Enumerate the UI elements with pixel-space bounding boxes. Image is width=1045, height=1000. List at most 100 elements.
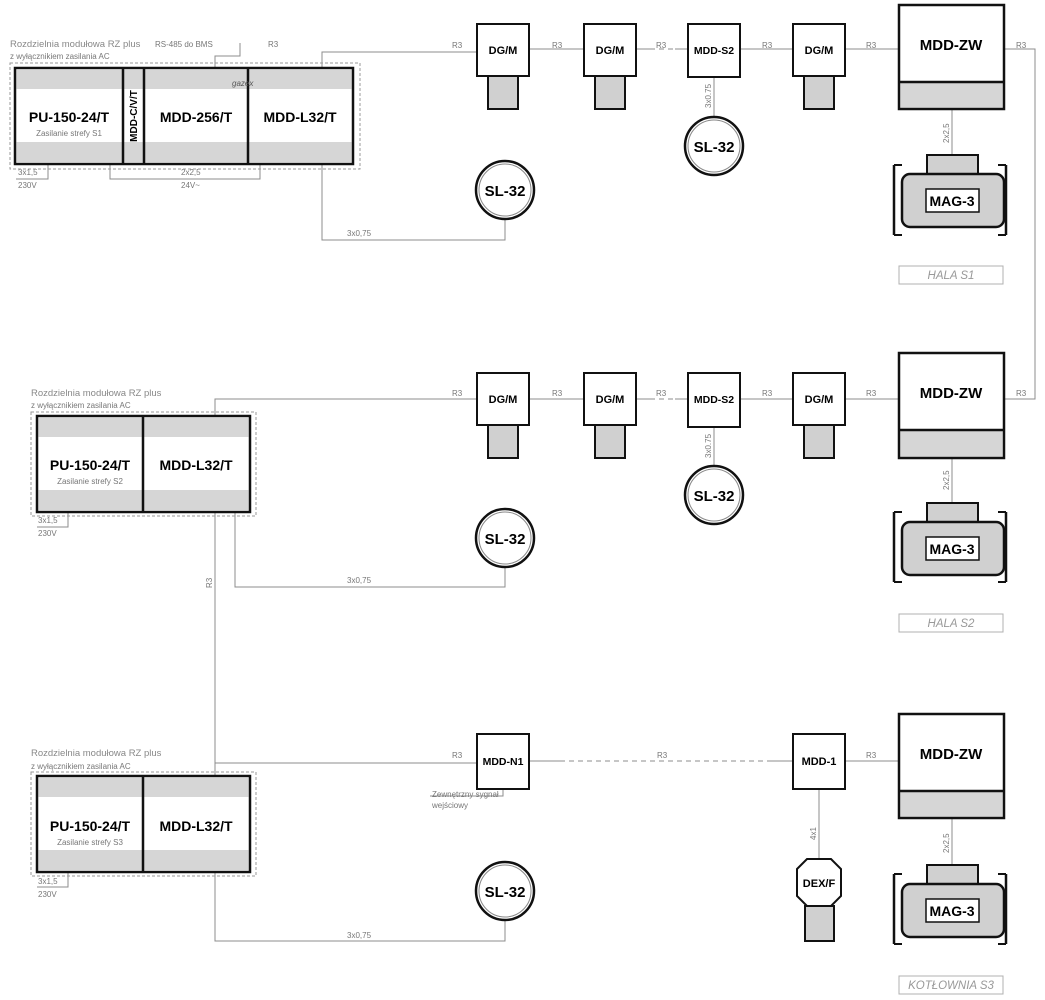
module-pu-150: PU-150-24/T [50, 457, 131, 473]
detector-dgm: DG/M [792, 23, 846, 110]
zone-label: KOTŁOWNIA S3 [898, 975, 1004, 995]
wire-label-r3: R3 [205, 577, 214, 588]
external-signal-line1: Zewnętrzny sygnał [432, 790, 499, 799]
wire-label-r3: R3 [866, 41, 877, 50]
distribution-panel-3: Rozdzielnia modułowa RZ plus z wyłącznik… [30, 748, 257, 877]
svg-text:MDD-S2: MDD-S2 [694, 394, 734, 406]
valve-mag-3: MAG-3 [892, 864, 1008, 945]
svg-text:DG/M: DG/M [489, 45, 518, 57]
wire-label-r3: R3 [762, 41, 773, 50]
signaller-sl-32: SL-32 [474, 507, 536, 569]
module-pu-150: PU-150-24/T [29, 109, 110, 125]
svg-text:SL-32: SL-32 [485, 183, 526, 200]
svg-text:SL-32: SL-32 [694, 139, 735, 156]
distribution-panel-2: Rozdzielnia modułowa RZ plus z wyłącznik… [30, 388, 257, 517]
wire-label-2x25: 2x2,5 [942, 123, 951, 143]
wire-label-r3: R3 [1016, 389, 1027, 398]
svg-text:MAG-3: MAG-3 [929, 541, 974, 557]
svg-text:SL-32: SL-32 [694, 488, 735, 505]
svg-text:DG/M: DG/M [596, 45, 625, 57]
module-mdd-1: MDD-1 [792, 733, 846, 790]
svg-text:MDD-1: MDD-1 [802, 756, 837, 768]
power-voltage-label: 230V [38, 529, 57, 538]
signaller-sl-32: SL-32 [474, 159, 536, 221]
zone-label: HALA S1 [898, 265, 1004, 285]
wire-label-3x075: 3x0.75 [704, 83, 713, 108]
bms-label: RS-485 do BMS [155, 40, 213, 49]
svg-text:DG/M: DG/M [596, 394, 625, 406]
wire-label-r3: R3 [452, 751, 463, 760]
module-mdd-zw: MDD-ZW [897, 351, 1006, 460]
detector-dgm: DG/M [792, 372, 846, 459]
wire-label-24v: 24V~ [181, 181, 200, 190]
svg-text:MDD-ZW: MDD-ZW [920, 385, 983, 402]
zone-label: HALA S2 [898, 613, 1004, 633]
external-signal-line2: wejściowy [431, 801, 468, 810]
detector-dex-f: DEX/F [796, 858, 842, 942]
svg-text:SL-32: SL-32 [485, 531, 526, 548]
wire-label-3x075: 3x0,75 [347, 229, 372, 238]
module-mdd-l32: MDD-L32/T [263, 109, 337, 125]
module-mdd-l32: MDD-L32/T [159, 818, 233, 834]
svg-text:KOTŁOWNIA S3: KOTŁOWNIA S3 [908, 980, 994, 992]
wire-label-r3: R3 [866, 389, 877, 398]
svg-text:DG/M: DG/M [489, 394, 518, 406]
svg-text:MAG-3: MAG-3 [929, 903, 974, 919]
wire-labels: RS-485 do BMS R3 R3 R3 R3 R3 R3 R3 3x0.7… [18, 40, 1027, 940]
module-mdd-s2: MDD-S2 [687, 23, 741, 78]
wire-label-r3: R3 [1016, 41, 1027, 50]
svg-text:HALA S2: HALA S2 [928, 618, 975, 630]
signaller-sl-32: SL-32 [683, 464, 745, 526]
module-mdd-zw: MDD-ZW [897, 712, 1006, 820]
detector-dgm: DG/M [583, 23, 637, 110]
svg-text:DEX/F: DEX/F [803, 878, 836, 890]
svg-text:MDD-ZW: MDD-ZW [920, 37, 983, 54]
svg-text:DG/M: DG/M [805, 45, 834, 57]
power-cable-label: 3x1,5 [38, 877, 58, 886]
wire-label-r3: R3 [452, 389, 463, 398]
power-note: Zasilanie strefy S1 [36, 129, 102, 138]
distribution-panel-1: Rozdzielnia modułowa RZ plus z wyłącznik… [9, 39, 361, 170]
svg-text:SL-32: SL-32 [485, 884, 526, 901]
module-mdd-l32: MDD-L32/T [159, 457, 233, 473]
svg-text:MDD-S2: MDD-S2 [694, 45, 734, 57]
wire-label-3x075: 3x0,75 [347, 576, 372, 585]
module-mdd-256: MDD-256/T [160, 109, 233, 125]
power-voltage-label: 230V [18, 181, 37, 190]
valve-mag-3: MAG-3 [892, 502, 1008, 583]
svg-text:MDD-N1: MDD-N1 [483, 756, 524, 768]
power-note: Zasilanie strefy S2 [57, 477, 123, 486]
module-mdd-cvt: MDD-C/V/T [129, 90, 140, 142]
signaller-sl-32: SL-32 [683, 115, 745, 177]
power-cable-label: 3x1,5 [38, 516, 58, 525]
module-mdd-zw: MDD-ZW [897, 3, 1006, 111]
wire-label-3x075: 3x0.75 [704, 433, 713, 458]
panel-title: Rozdzielnia modułowa RZ plus [31, 388, 162, 399]
detector-dgm: DG/M [476, 372, 530, 459]
power-note: Zasilanie strefy S3 [57, 838, 123, 847]
signaller-sl-32: SL-32 [474, 860, 536, 922]
wire-label-r3: R3 [656, 389, 667, 398]
power-cable-label: 3x1,5 [18, 168, 38, 177]
wire-label-4x1: 4x1 [809, 827, 818, 840]
wire-label-r3: R3 [452, 41, 463, 50]
wire-label-3x075: 3x0,75 [347, 931, 372, 940]
panel-subtitle: z wyłącznikiem zasilania AC [31, 401, 131, 410]
wires [16, 43, 1036, 942]
panel-subtitle: z wyłącznikiem zasilania AC [31, 762, 131, 771]
panel-subtitle: z wyłącznikiem zasilania AC [10, 52, 110, 61]
svg-text:HALA S1: HALA S1 [928, 270, 975, 282]
svg-text:MAG-3: MAG-3 [929, 193, 974, 209]
wire-label-r3: R3 [552, 389, 563, 398]
wire-label-r3: R3 [866, 751, 877, 760]
svg-text:DG/M: DG/M [805, 394, 834, 406]
module-pu-150: PU-150-24/T [50, 818, 131, 834]
detector-dgm: DG/M [583, 372, 637, 459]
wire-label-r3: R3 [657, 751, 668, 760]
detector-dgm: DG/M [476, 23, 530, 110]
module-mdd-n1: MDD-N1 [476, 733, 530, 790]
valve-mag-3: MAG-3 [892, 154, 1008, 236]
wire-label-r3: R3 [656, 41, 667, 50]
wire-label-2x25: 2x2,5 [942, 833, 951, 853]
